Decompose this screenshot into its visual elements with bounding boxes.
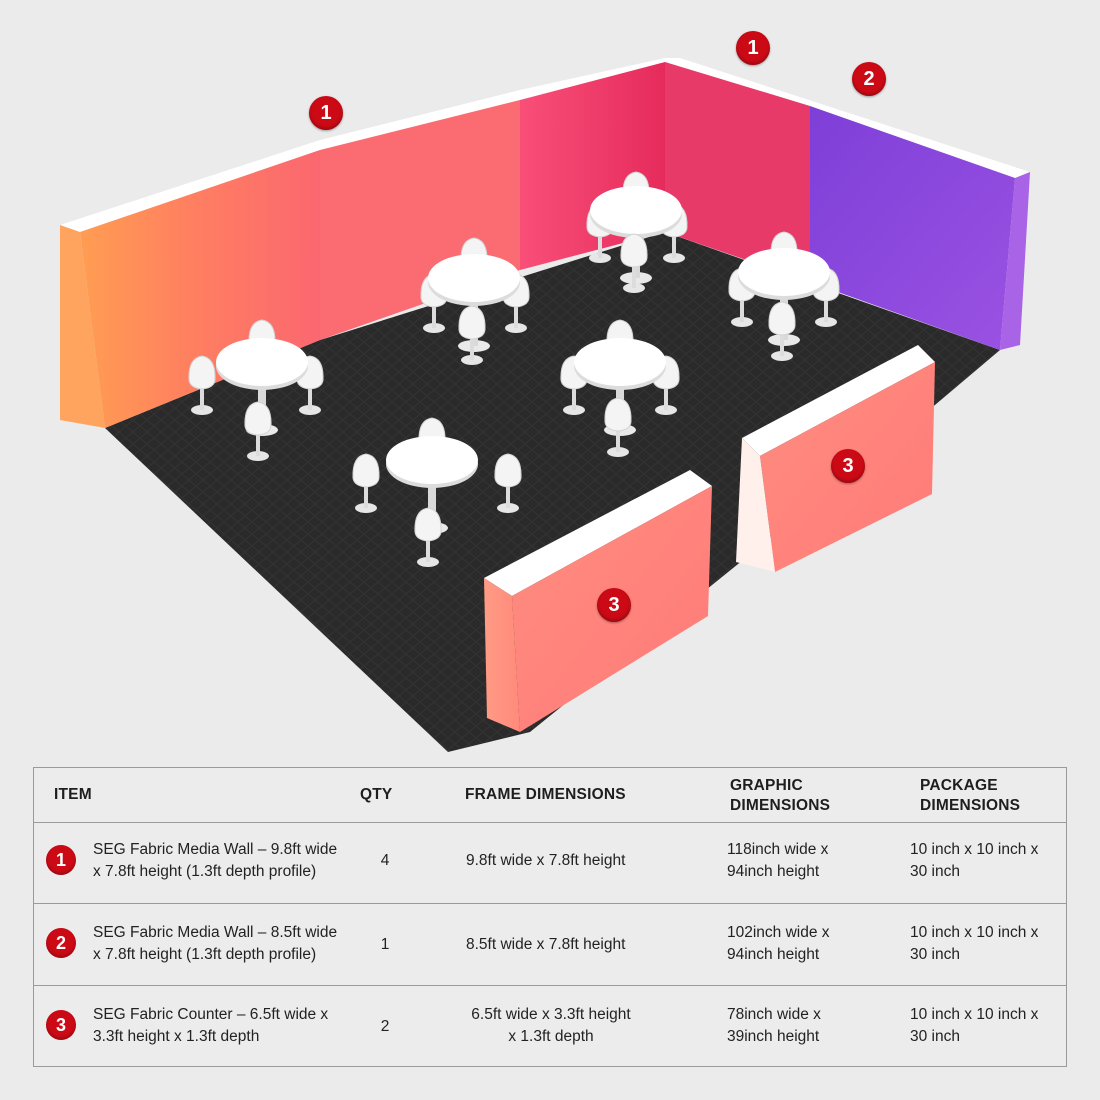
frame-dimensions: 8.5ft wide x 7.8ft height	[466, 934, 625, 956]
callout-badge-wall-back: 1	[736, 31, 770, 65]
graphic-line2: 94inch height	[727, 946, 820, 963]
left-wall-end	[60, 225, 105, 428]
item-line1: SEG Fabric Media Wall – 9.8ft wide	[93, 841, 338, 858]
package-dimensions: 10 inch x 10 inch x 30 inch	[910, 1004, 1038, 1048]
callout-badge-counter-right: 3	[831, 449, 865, 483]
callout-badge-wall-left: 1	[309, 96, 343, 130]
item-description: SEG Fabric Media Wall – 9.8ft wide x 7.8…	[93, 839, 337, 883]
package-dimensions: 10 inch x 10 inch x 30 inch	[910, 922, 1038, 966]
package-dimensions: 10 inch x 10 inch x 30 inch	[910, 839, 1038, 883]
graphic-line1: 78inch wide x	[727, 1006, 821, 1023]
purple-wall-end	[1000, 172, 1030, 350]
frame-line1: 9.8ft wide x 7.8ft height	[466, 852, 626, 869]
graphic-line1: 118inch wide x	[727, 841, 829, 858]
package-line2: 30 inch	[910, 946, 960, 963]
callout-badge-counter-front: 3	[597, 588, 631, 622]
header-package-dimensions: PACKAGE DIMENSIONS	[920, 776, 1020, 816]
frame-dimensions: 9.8ft wide x 7.8ft height	[466, 850, 625, 872]
package-line2: 30 inch	[910, 1028, 960, 1045]
header-qty: QTY	[360, 786, 393, 803]
frame-line1: 6.5ft wide x 3.3ft height	[471, 1006, 631, 1023]
item-qty: 1	[380, 936, 390, 953]
item-qty: 2	[380, 1018, 390, 1035]
table-header-row: ITEM QTY FRAME DIMENSIONS GRAPHIC DIMENS…	[34, 768, 1066, 823]
item-number-badge: 1	[46, 845, 76, 875]
item-line1: SEG Fabric Media Wall – 8.5ft wide	[93, 924, 338, 941]
item-number-badge: 3	[46, 1010, 76, 1040]
carpet-floor	[105, 232, 1000, 752]
header-package-line2: DIMENSIONS	[920, 797, 1021, 814]
item-line2: x 7.8ft height (1.3ft depth profile)	[93, 863, 317, 880]
graphic-line1: 102inch wide x	[727, 924, 830, 941]
frame-line2: x 1.3ft depth	[508, 1028, 594, 1045]
header-graphic-dimensions: GRAPHIC DIMENSIONS	[730, 776, 830, 816]
graphic-dimensions: 78inch wide x 39inch height	[727, 1004, 821, 1048]
graphic-line2: 94inch height	[727, 863, 820, 880]
item-line1: SEG Fabric Counter – 6.5ft wide x	[93, 1006, 329, 1023]
item-qty: 4	[380, 852, 390, 869]
item-description: SEG Fabric Media Wall – 8.5ft wide x 7.8…	[93, 922, 337, 966]
header-graphic-line1: GRAPHIC	[730, 777, 803, 794]
booth-render	[60, 58, 1030, 752]
right-wall-top	[665, 58, 1030, 178]
item-line2: x 7.8ft height (1.3ft depth profile)	[93, 946, 317, 963]
callout-badge-wall-right: 2	[852, 62, 886, 96]
item-description: SEG Fabric Counter – 6.5ft wide x 3.3ft …	[93, 1004, 328, 1048]
table-row: 3 SEG Fabric Counter – 6.5ft wide x 3.3f…	[34, 986, 1066, 1068]
frame-line1: 8.5ft wide x 7.8ft height	[466, 936, 626, 953]
back-right-wall-face	[665, 62, 810, 282]
package-line2: 30 inch	[910, 863, 960, 880]
graphic-line2: 39inch height	[727, 1028, 820, 1045]
table-row: 1 SEG Fabric Media Wall – 9.8ft wide x 7…	[34, 823, 1066, 904]
header-frame-dimensions: FRAME DIMENSIONS	[465, 786, 626, 803]
graphic-dimensions: 102inch wide x 94inch height	[727, 922, 830, 966]
table-row: 2 SEG Fabric Media Wall – 8.5ft wide x 7…	[34, 904, 1066, 986]
graphic-dimensions: 118inch wide x 94inch height	[727, 839, 828, 883]
item-line2: 3.3ft height x 1.3ft depth	[93, 1028, 260, 1045]
spec-table: ITEM QTY FRAME DIMENSIONS GRAPHIC DIMENS…	[33, 767, 1067, 1067]
header-package-line1: PACKAGE	[920, 777, 998, 794]
package-line1: 10 inch x 10 inch x	[910, 1006, 1039, 1023]
item-number-badge: 2	[46, 928, 76, 958]
frame-dimensions: 6.5ft wide x 3.3ft height x 1.3ft depth	[466, 1004, 636, 1048]
header-item: ITEM	[54, 786, 92, 803]
package-line1: 10 inch x 10 inch x	[910, 841, 1039, 858]
header-graphic-line2: DIMENSIONS	[730, 797, 831, 814]
package-line1: 10 inch x 10 inch x	[910, 924, 1039, 941]
purple-wall-face	[810, 106, 1015, 350]
